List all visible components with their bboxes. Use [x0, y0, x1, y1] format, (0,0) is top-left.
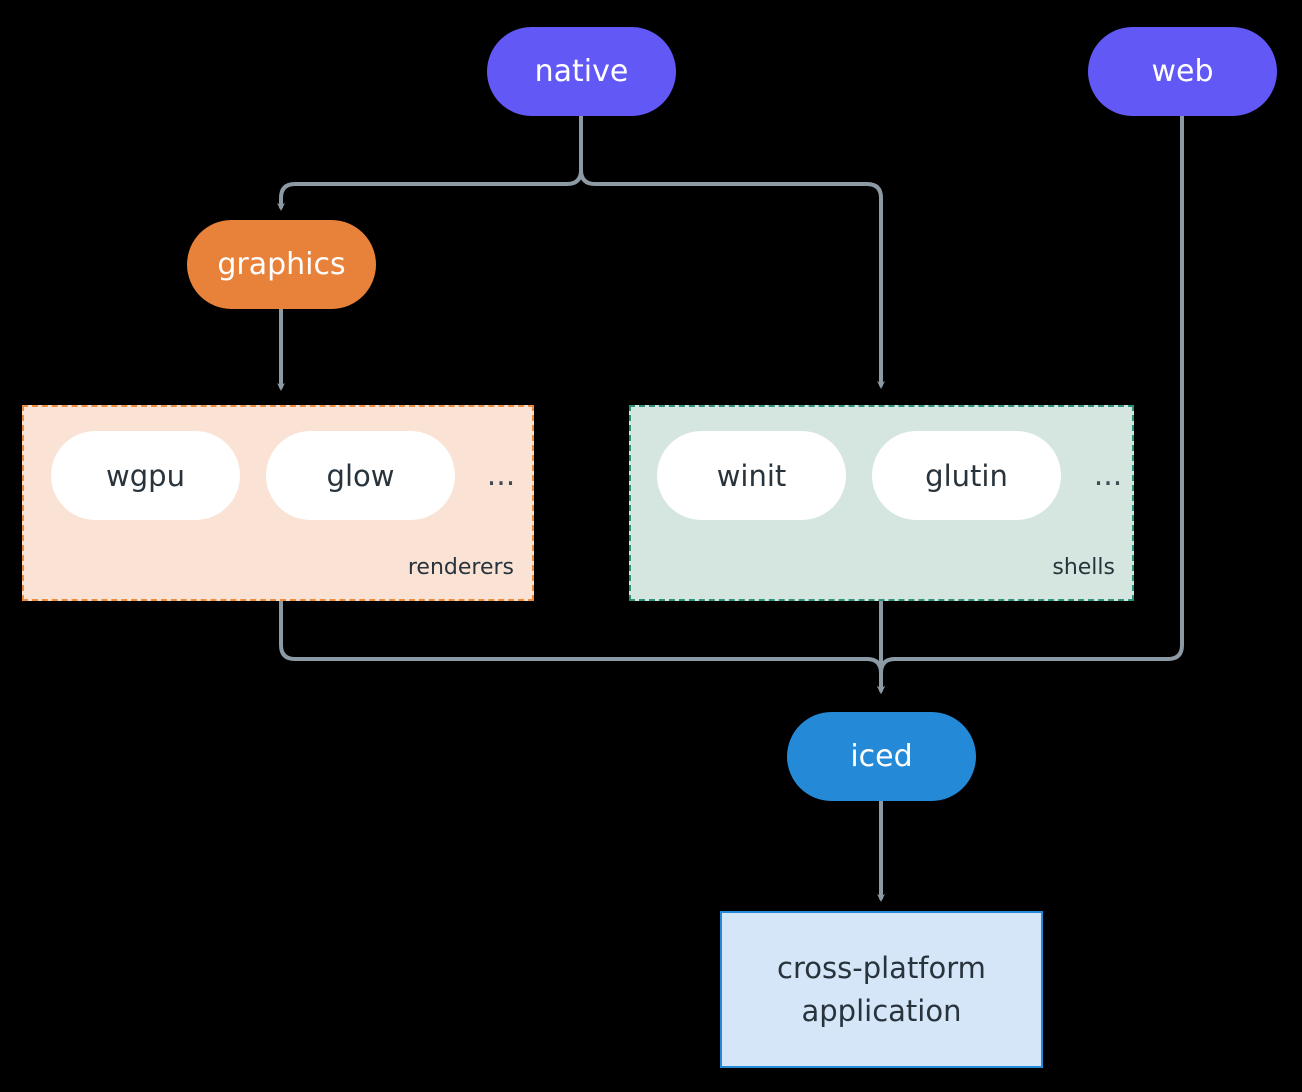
group-shells-label: shells — [1052, 554, 1115, 580]
application-label-line1: cross-platform — [777, 951, 986, 986]
node-graphics[interactable]: graphics — [187, 220, 376, 309]
group-renderers-label: renderers — [407, 554, 514, 580]
node-iced-label: iced — [850, 739, 913, 774]
renderer-item-wgpu[interactable]: wgpu — [51, 431, 240, 520]
node-web[interactable]: web — [1088, 27, 1277, 116]
renderer-item-wgpu-label: wgpu — [106, 458, 185, 493]
node-native[interactable]: native — [487, 27, 676, 116]
shells-ellipsis: ... — [1093, 458, 1123, 493]
renderer-item-glow[interactable]: glow — [266, 431, 455, 520]
node-native-label: native — [534, 54, 629, 89]
node-graphics-label: graphics — [217, 247, 346, 282]
group-shells: winit glutin ... shells — [629, 405, 1134, 601]
node-web-label: web — [1151, 54, 1214, 89]
edge-renderers-iced — [279, 600, 885, 694]
node-iced[interactable]: iced — [787, 712, 976, 801]
shell-item-winit-label: winit — [716, 458, 787, 493]
group-renderers: wgpu glow ... renderers — [22, 405, 534, 601]
shell-item-winit[interactable]: winit — [657, 431, 846, 520]
application-label-line2: application — [801, 993, 962, 1028]
node-cross-platform-application[interactable]: cross-platform application — [720, 911, 1043, 1068]
renderer-item-glow-label: glow — [326, 458, 395, 493]
shell-item-glutin-label: glutin — [925, 458, 1008, 493]
shell-item-glutin[interactable]: glutin — [872, 431, 1061, 520]
edge-web-iced — [877, 114, 1184, 694]
renderers-ellipsis: ... — [486, 458, 516, 493]
